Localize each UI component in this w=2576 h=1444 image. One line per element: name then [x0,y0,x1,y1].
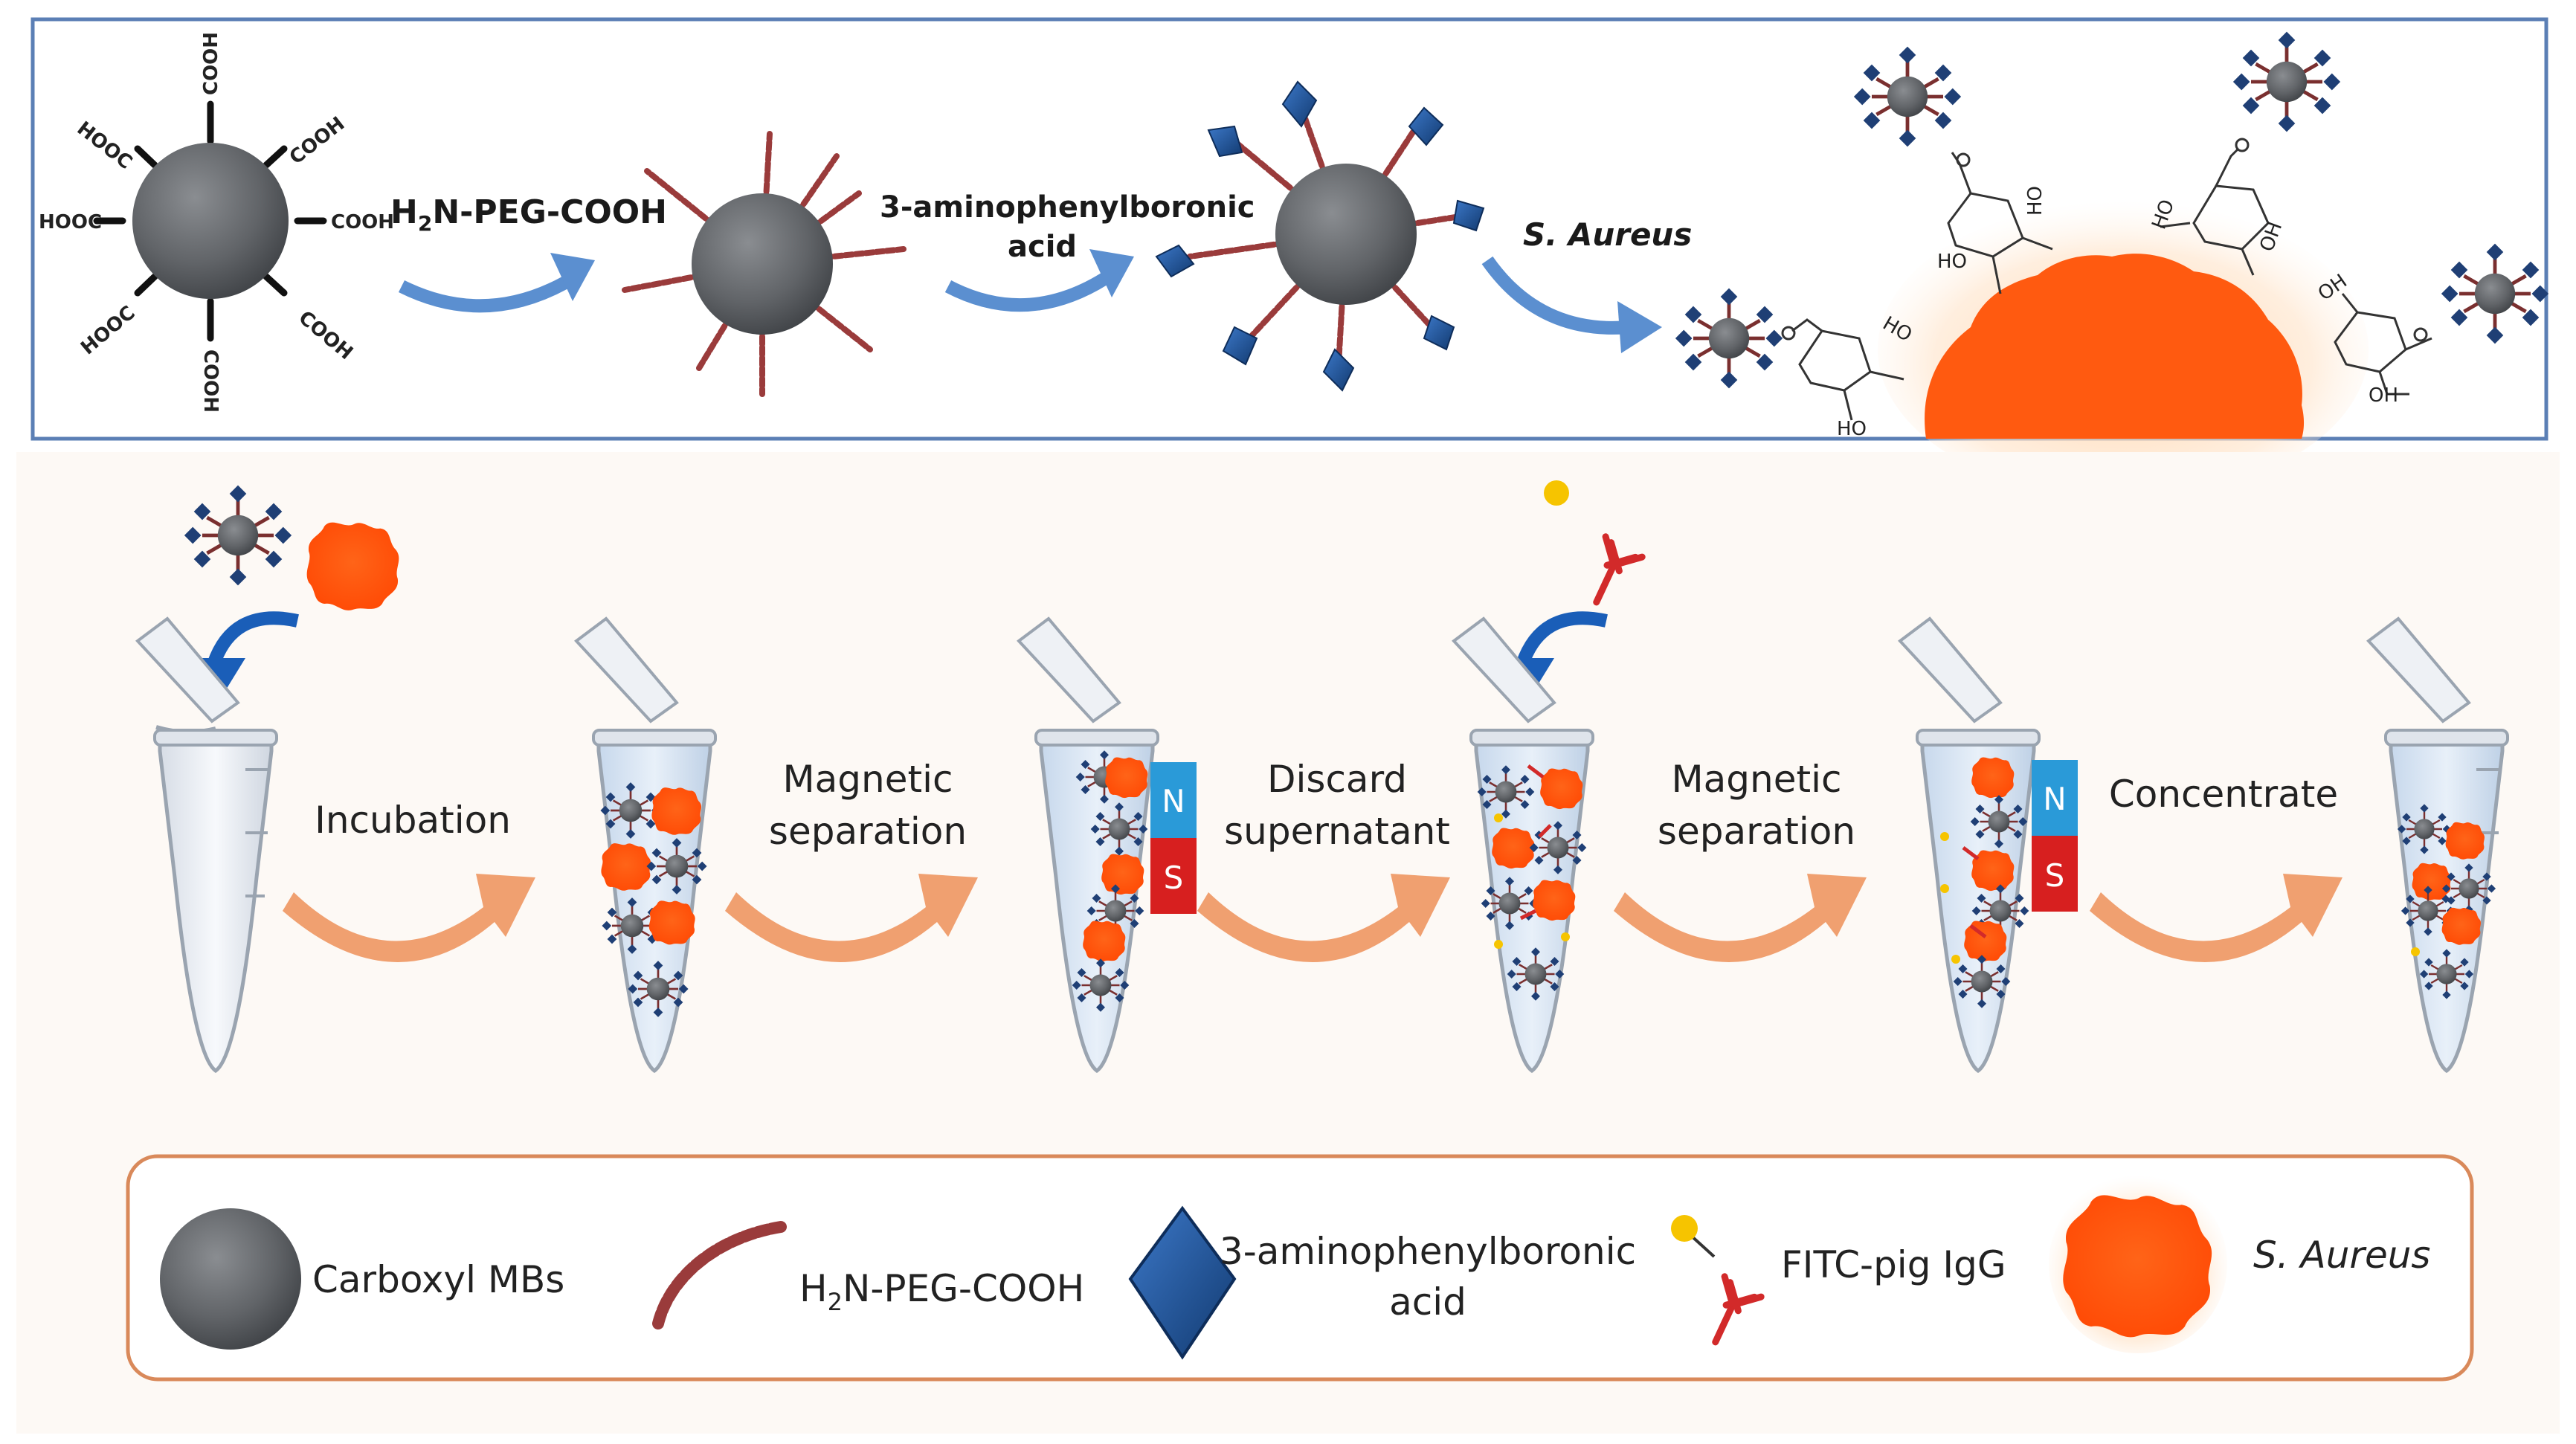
hooc-label-left: HOOC [39,211,102,233]
legend-carboxyl-mbs: Carboxyl MBs [160,1208,564,1350]
legend-igg-label: FITC-pig IgG [1781,1243,2006,1286]
workflow-arrow-4 [1614,874,1867,962]
step3-label: S. Aureus [1523,216,1692,253]
step2-label-line2: acid [1008,230,1077,264]
step-label-mag-sep-2-line2: separation [1658,810,1855,853]
ho-label-5: HO [1837,418,1867,440]
boronic-bead [1155,80,1485,392]
oh-label-3: OH [2369,384,2398,407]
workflow-arrow-5 [2090,874,2342,962]
step-label-incubation: Incubation [315,799,511,842]
step-label-discard-line1: Discard [1267,758,1407,801]
magnet-1-s: S [1164,860,1184,896]
tube-2 [574,616,717,1074]
synthesis-arrowhead-2 [1089,249,1134,297]
magnet-1-n: N [1162,783,1185,819]
legend-boronic-line1: 3-aminophenylboronic [1220,1230,1636,1273]
reagent-fitc-dot [1544,480,1569,506]
synthesis-arrowhead-1 [550,253,595,301]
cooh-label-right: COOH [331,211,394,233]
synthesis-arrow-3 [1481,256,1629,335]
reagent-bacterium-icon [306,522,399,610]
synthesis-arrow-1 [398,277,569,313]
magnet-1: N S [1150,762,1197,914]
magnet-2-s: S [2045,857,2065,894]
step2-label-line1: 3-aminophenylboronic [880,190,1255,225]
step-label-discard-line2: supernatant [1224,810,1450,853]
legend-fitc-dot [1671,1215,1698,1242]
add-arrow-1 [205,611,299,671]
tube-4 [1452,616,1594,1074]
legend-box [126,1154,2474,1382]
legend-peg-icon [652,1221,787,1329]
cooh-label-bottom: COOH [199,349,222,413]
legend-s-aureus-label: S. Aureus [2253,1234,2430,1277]
legend-bacterium-icon [2063,1195,2212,1338]
legend-boronic-line2: acid [1389,1280,1466,1324]
magnet-2: N S [2032,760,2078,912]
legend-peg-label: H2N-PEG-COOH [799,1267,1084,1316]
synthesis-arrow-2 [944,273,1108,312]
bacteria-capture: HO HO HO OH HO HO OH OH [1675,32,2548,498]
workflow-arrow-3 [1197,874,1450,962]
step1-label: H2N-PEG-COOH [390,193,667,236]
legend-bead-icon [160,1208,301,1350]
synthesis-arrowhead-3 [1617,301,1662,353]
workflow-arrow-1 [283,874,535,962]
legend-s-aureus: S. Aureus [2049,1175,2430,1353]
step-label-mag-sep-1-line1: Magnetic [783,758,953,801]
tube-3 [1017,616,1159,1074]
legend-diamond-icon [1128,1205,1237,1360]
ho-label-1: HO [1937,251,1967,273]
legend-igg: FITC-pig IgG [1671,1215,2006,1352]
step-label-concentrate: Concentrate [2109,773,2338,816]
legend-carboxyl-label: Carboxyl MBs [312,1258,564,1301]
workflow-arrow-2 [725,874,978,962]
legend-peg: H2N-PEG-COOH [652,1221,1084,1329]
step-label-mag-sep-2-line1: Magnetic [1672,758,1842,801]
workflow-arrows [283,874,2342,962]
step-label-mag-sep-1-line2: separation [769,810,967,853]
add-arrow-2 [1514,611,1608,671]
bacterium-large [1925,254,2305,439]
tube-1 [135,616,278,1074]
cooh-label-top: COOH [200,32,222,95]
peg-bead [622,131,907,397]
magnet-2-n: N [2043,781,2066,817]
ho-label-2: HO [2024,186,2047,216]
tube-6 [2366,616,2509,1074]
tube-5 [1898,616,2041,1074]
legend-boronic: 3-aminophenylboronic acid [1128,1205,1636,1360]
